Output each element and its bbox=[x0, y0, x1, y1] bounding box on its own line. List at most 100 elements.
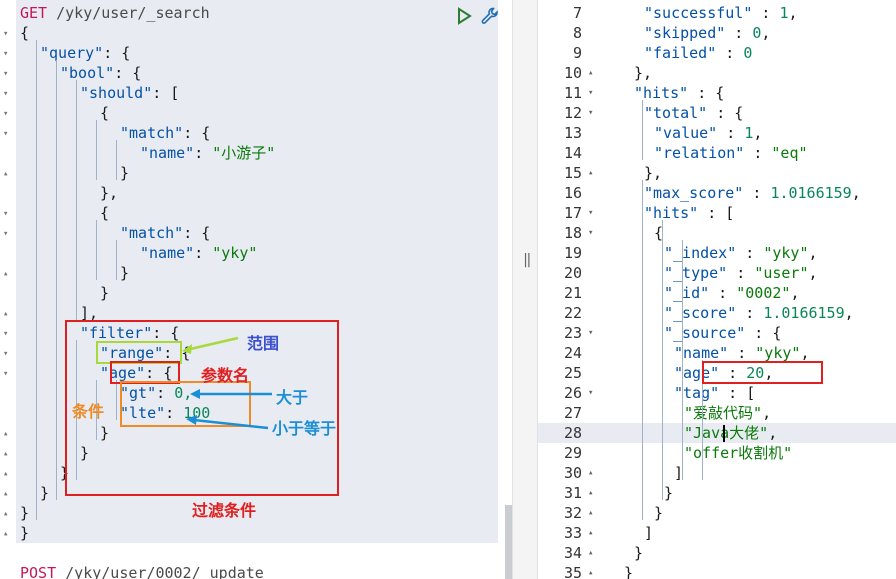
fold-open-icon[interactable]: ▾ bbox=[3, 329, 9, 339]
request-line: GET /yky/user/_search bbox=[20, 3, 210, 23]
indent-guide bbox=[642, 100, 643, 160]
wrench-icon[interactable] bbox=[480, 6, 500, 26]
fold-close-icon[interactable]: ▴ bbox=[588, 488, 594, 498]
indent-guide bbox=[96, 120, 97, 180]
fold-close-icon[interactable]: ▴ bbox=[588, 468, 594, 478]
response-code-line: "value" : 1, bbox=[654, 123, 762, 143]
fold-open-icon[interactable]: ▾ bbox=[588, 388, 594, 398]
response-key: "tag" bbox=[674, 384, 720, 402]
request-code-line: } bbox=[120, 263, 129, 283]
fold-close-icon[interactable]: ▴ bbox=[588, 568, 594, 578]
fold-close-icon[interactable]: ▴ bbox=[3, 509, 9, 519]
line-number: 11 bbox=[563, 84, 582, 102]
fold-open-icon[interactable]: ▾ bbox=[3, 49, 9, 59]
fold-close-icon[interactable]: ▴ bbox=[588, 548, 594, 558]
code-key: "lte" bbox=[120, 404, 166, 422]
code-key: { bbox=[20, 24, 30, 42]
fold-close-icon[interactable]: ▴ bbox=[588, 168, 594, 178]
response-code-line: ] bbox=[644, 523, 653, 543]
code-key: } bbox=[20, 524, 30, 542]
fold-open-icon[interactable]: ▾ bbox=[3, 229, 9, 239]
line-number: 12 bbox=[563, 104, 582, 122]
response-token: : bbox=[716, 44, 744, 62]
fold-close-icon[interactable]: ▴ bbox=[3, 269, 9, 279]
code-key: "query" bbox=[40, 44, 104, 62]
response-token: , bbox=[800, 344, 810, 362]
code-token: : { bbox=[152, 324, 180, 342]
code-key: } bbox=[120, 264, 130, 282]
request-editor[interactable]: GET /yky/user/_search{"query": {"bool": … bbox=[0, 0, 512, 579]
fold-open-icon[interactable]: ▾ bbox=[3, 369, 9, 379]
response-key: ] bbox=[644, 524, 654, 542]
fold-close-icon[interactable]: ▴ bbox=[3, 449, 9, 459]
request-code-line: "gt": 0, bbox=[120, 383, 192, 403]
fold-open-icon[interactable]: ▾ bbox=[588, 228, 594, 238]
fold-open-icon[interactable]: ▾ bbox=[3, 109, 9, 119]
code-key: ], bbox=[80, 304, 99, 322]
response-token: : bbox=[743, 184, 771, 202]
fold-open-icon[interactable]: ▾ bbox=[588, 208, 594, 218]
response-token: 1.0166159 bbox=[763, 304, 845, 322]
response-code-line: "skipped" : 0, bbox=[644, 23, 770, 43]
response-key: "successful" bbox=[644, 4, 753, 22]
indent-guide bbox=[116, 140, 117, 180]
response-token: 0 bbox=[752, 24, 762, 42]
response-code-line: "爱敲代码", bbox=[684, 403, 771, 423]
response-key: } bbox=[654, 504, 664, 522]
request-scrollbar-thumb[interactable] bbox=[505, 505, 512, 579]
fold-close-icon[interactable]: ▴ bbox=[3, 489, 9, 499]
fold-close-icon[interactable]: ▴ bbox=[3, 529, 9, 539]
response-code-line: "_index" : "yky", bbox=[664, 243, 818, 263]
line-number: 16 bbox=[563, 184, 582, 202]
fold-open-icon[interactable]: ▾ bbox=[3, 129, 9, 139]
request-code-line: "age": { bbox=[100, 363, 172, 383]
indent-guide bbox=[116, 240, 117, 280]
request-code-line: } bbox=[40, 483, 49, 503]
response-key: "relation" bbox=[654, 144, 745, 162]
line-number: 35 bbox=[563, 564, 582, 579]
line-number: 9 bbox=[572, 44, 582, 62]
fold-close-icon[interactable]: ▴ bbox=[588, 528, 594, 538]
fold-close-icon[interactable]: ▴ bbox=[3, 429, 9, 439]
response-token: : bbox=[717, 124, 745, 142]
response-token: : bbox=[709, 284, 737, 302]
fold-open-icon[interactable]: ▾ bbox=[3, 89, 9, 99]
response-token: 1 bbox=[744, 124, 754, 142]
fold-open-icon[interactable]: ▾ bbox=[588, 88, 594, 98]
line-number: 19 bbox=[563, 244, 582, 262]
fold-close-icon[interactable]: ▴ bbox=[588, 508, 594, 518]
request-code-line: } bbox=[120, 163, 129, 183]
code-token: : [ bbox=[152, 84, 180, 102]
fold-open-icon[interactable]: ▾ bbox=[3, 29, 9, 39]
indent-guide bbox=[96, 220, 97, 280]
fold-close-icon[interactable]: ▴ bbox=[588, 68, 594, 78]
response-key: { bbox=[654, 224, 664, 242]
fold-close-icon[interactable]: ▴ bbox=[3, 169, 9, 179]
response-code-line: "hits" : { bbox=[634, 83, 724, 103]
fold-close-icon[interactable]: ▴ bbox=[3, 469, 9, 479]
pane-divider[interactable]: ‖ bbox=[512, 0, 538, 579]
filter-condition-label: 过滤条件 bbox=[192, 501, 257, 520]
code-token: "yky" bbox=[212, 244, 258, 262]
fold-open-icon[interactable]: ▾ bbox=[3, 69, 9, 79]
response-viewer[interactable]: 7"successful" : 1,8"skipped" : 0,9"faile… bbox=[538, 0, 896, 579]
fold-open-icon[interactable]: ▾ bbox=[3, 209, 9, 219]
divider-handle-icon[interactable]: ‖ bbox=[523, 252, 532, 268]
next-request-path: /yky/user/0002/_update bbox=[65, 564, 264, 579]
response-key: "_score" bbox=[664, 304, 737, 322]
response-token: : bbox=[736, 244, 764, 262]
run-icon[interactable] bbox=[456, 7, 472, 25]
response-token: , bbox=[851, 184, 861, 202]
code-token: : { bbox=[114, 64, 142, 82]
response-code-line: "_source" : { bbox=[664, 323, 781, 343]
fold-open-icon[interactable]: ▾ bbox=[588, 328, 594, 338]
request-path: /yky/user/_search bbox=[56, 4, 210, 22]
response-code-line: "tag" : [ bbox=[674, 383, 755, 403]
fold-close-icon[interactable]: ▴ bbox=[3, 309, 9, 319]
line-number: 8 bbox=[572, 24, 582, 42]
response-token: , bbox=[753, 124, 763, 142]
fold-open-icon[interactable]: ▾ bbox=[3, 349, 9, 359]
response-token: , bbox=[761, 24, 771, 42]
line-number: 32 bbox=[563, 504, 582, 522]
fold-open-icon[interactable]: ▾ bbox=[588, 108, 594, 118]
